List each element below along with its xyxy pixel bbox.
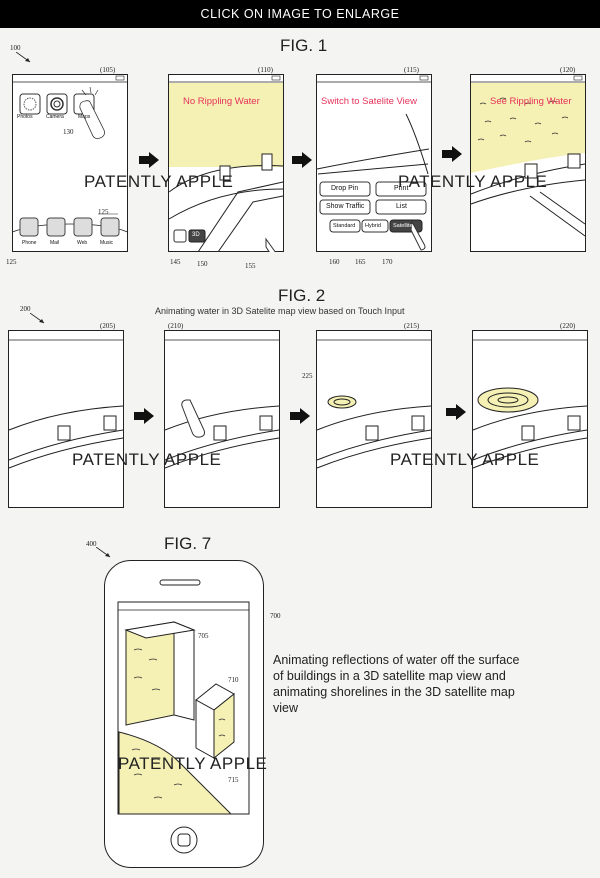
- ref-225: 225: [302, 372, 313, 380]
- fig2-screen-2: [164, 330, 280, 508]
- screen2-text: No Rippling Water: [183, 96, 260, 107]
- fig1-screen-options: [316, 74, 432, 252]
- watermark-2: PATENTLY APPLE: [398, 172, 548, 191]
- ref-130: 130: [63, 128, 74, 136]
- ref-220: (220): [560, 322, 576, 330]
- app-label-maps[interactable]: Maps: [78, 114, 91, 120]
- app-label-camera[interactable]: Camera: [46, 114, 64, 120]
- ref-110: (110): [258, 66, 273, 74]
- top-banner[interactable]: CLICK ON IMAGE TO ENLARGE: [0, 0, 600, 28]
- ref-arrow-400: [96, 547, 111, 558]
- ref-115: (115): [404, 66, 419, 74]
- app-label-photos[interactable]: Photos: [17, 114, 33, 120]
- ref-705: 705: [198, 632, 209, 640]
- flow-arrow-6: [446, 404, 466, 420]
- fig2-screen-3: [316, 330, 432, 508]
- flow-arrow-5: [290, 408, 310, 424]
- ref-105: (105): [100, 66, 116, 74]
- ref-arrow-200: [30, 313, 45, 324]
- fig7-phone: [104, 560, 264, 868]
- ref-200: 200: [20, 305, 31, 313]
- dock-label-music[interactable]: Music: [100, 240, 114, 246]
- watermark-1: PATENTLY APPLE: [84, 172, 234, 191]
- ref-215: (215): [404, 322, 420, 330]
- ref-100: 100: [10, 44, 21, 52]
- ref-700: 700: [270, 612, 281, 620]
- menu-show-traffic[interactable]: Show Traffic: [326, 203, 365, 210]
- fig1-screen-map: [168, 74, 284, 252]
- ref-120: (120): [560, 66, 576, 74]
- screen4-text: See Rippling Water: [490, 96, 572, 107]
- ref-arrow: [16, 52, 31, 63]
- watermark-5: PATENTLY APPLE: [118, 754, 268, 773]
- ref-170: 170: [382, 258, 393, 266]
- ref-150: 150: [197, 260, 208, 268]
- menu-list[interactable]: List: [396, 203, 407, 210]
- dock-label-mail[interactable]: Mail: [50, 240, 60, 246]
- segment-standard[interactable]: Standard: [333, 223, 356, 229]
- fig1-title: FIG. 1: [280, 36, 328, 55]
- flow-arrow-3: [442, 146, 462, 162]
- flow-arrow-2: [292, 152, 312, 168]
- watermark-4: PATENTLY APPLE: [390, 450, 540, 469]
- fig2-title: FIG. 2: [278, 286, 326, 305]
- ref-125: 125: [6, 258, 17, 266]
- watermark-3: PATENTLY APPLE: [72, 450, 222, 469]
- ref-400: 400: [86, 540, 97, 548]
- ref-710: 710: [228, 676, 239, 684]
- ref-155: 155: [245, 262, 256, 270]
- menu-print[interactable]: Print: [394, 185, 409, 192]
- ref-165: 165: [355, 258, 366, 266]
- ref-205: (205): [100, 322, 116, 330]
- ref-125-sub: 125: [98, 208, 109, 216]
- fig1-screen-water: [470, 74, 586, 252]
- fig7-description: Animating reflections of water off the s…: [273, 653, 520, 715]
- dock-label-web[interactable]: Web: [77, 240, 88, 246]
- flow-arrow-1: [139, 152, 159, 168]
- fig2-caption: Animating water in 3D Satelite map view …: [155, 306, 405, 316]
- fig7-title: FIG. 7: [164, 534, 212, 553]
- segment-satellite[interactable]: Satellite: [393, 223, 413, 229]
- menu-drop-pin[interactable]: Drop Pin: [331, 185, 359, 192]
- ref-160: 160: [329, 258, 340, 266]
- segment-hybrid[interactable]: Hybrid: [365, 223, 381, 229]
- fig2-screen-1: [8, 330, 124, 508]
- ref-145: 145: [170, 258, 181, 266]
- ref-210: (210): [168, 322, 184, 330]
- flow-arrow-4: [134, 408, 154, 424]
- fig2-screen-4: [472, 330, 588, 508]
- screen3-text: Switch to Satelite View: [321, 96, 417, 107]
- ref-715: 715: [228, 776, 239, 784]
- fig1-screen-home: [12, 74, 128, 252]
- btn-3d[interactable]: 3D: [192, 232, 200, 238]
- dock-label-phone[interactable]: Phone: [22, 240, 37, 246]
